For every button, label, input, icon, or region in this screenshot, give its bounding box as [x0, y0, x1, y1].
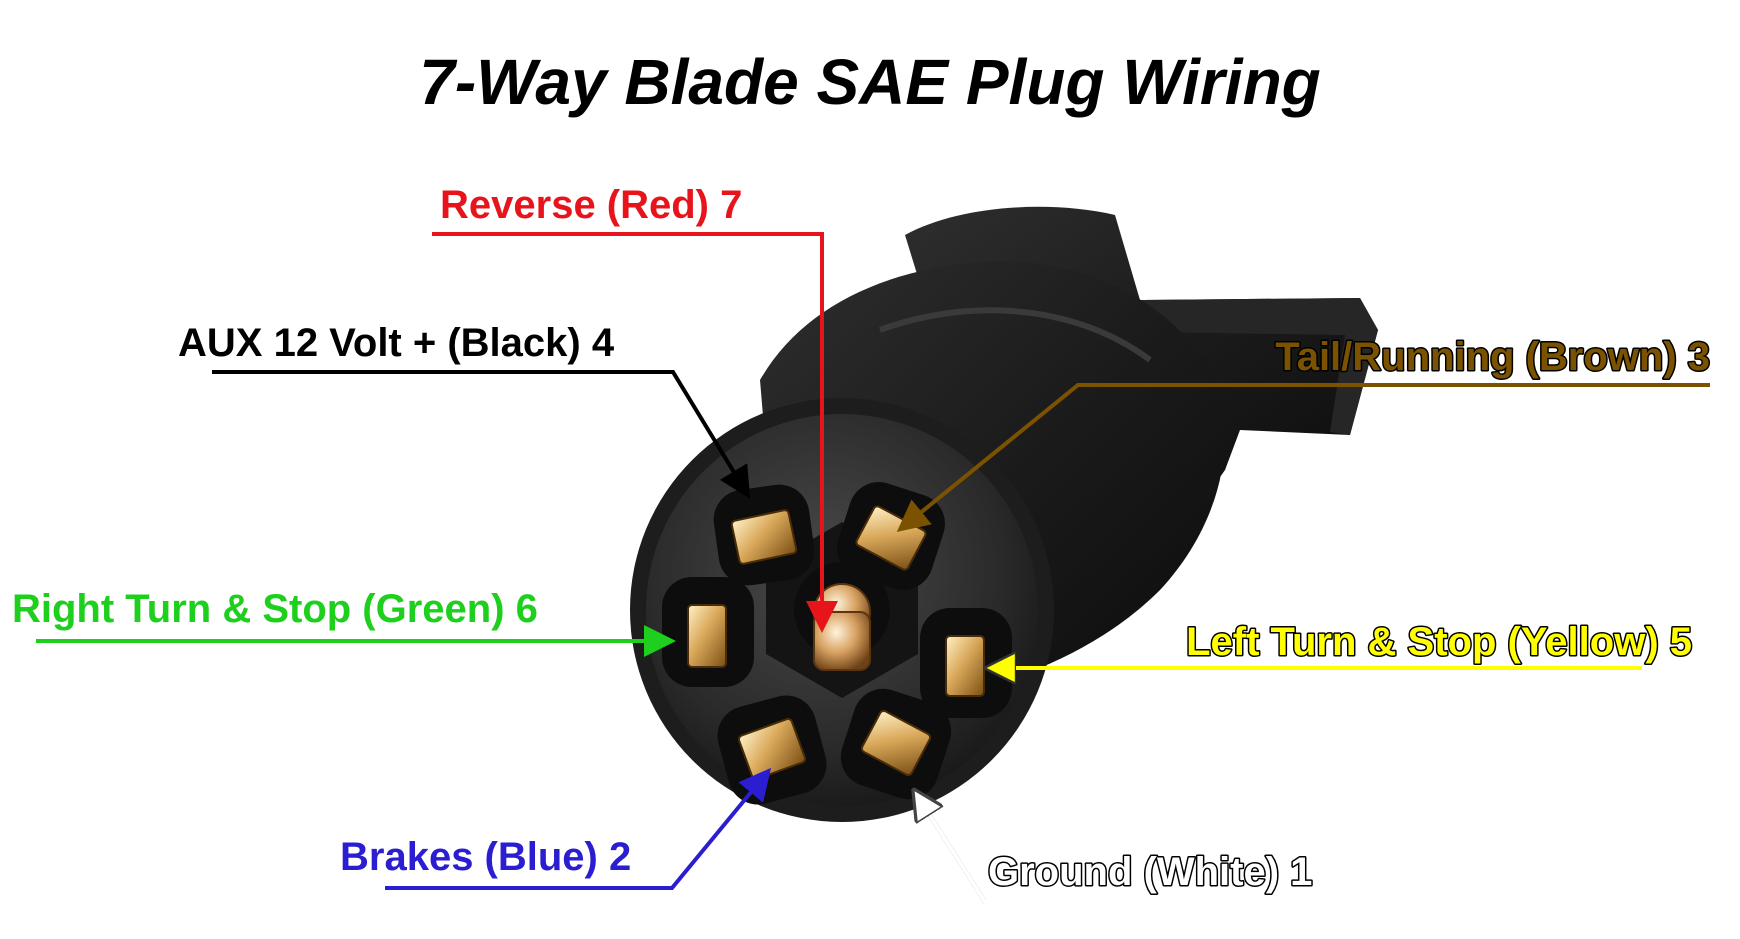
- leader-line-pin-4: [212, 370, 751, 499]
- label-pin-6: Right Turn & Stop (Green) 6: [12, 587, 538, 631]
- leader-line-pin-7: [432, 232, 838, 633]
- label-pin-3: Tail/Running (Brown) 3: [1275, 335, 1710, 379]
- leader-line-pin-5: [990, 668, 1642, 670]
- leader-lines: [36, 232, 1710, 904]
- label-pin-1: Ground (White) 1: [988, 850, 1312, 894]
- leader-line-pin-1: [917, 795, 1296, 904]
- label-pin-2: Brakes (Blue) 2: [340, 835, 631, 879]
- leader-line-pin-3: [896, 383, 1710, 533]
- pin-labels: Reverse (Red) 7 AUX 12 Volt + (Black) 4 …: [12, 183, 1712, 896]
- label-pin-5: Left Turn & Stop (Yellow) 5: [1186, 620, 1692, 664]
- label-pin-7: Reverse (Red) 7: [440, 183, 742, 227]
- leader-line-pin-2: [385, 767, 772, 890]
- plug-image: [630, 206, 1378, 822]
- page-title: 7-Way Blade SAE Plug Wiring: [419, 46, 1321, 118]
- label-pin-4: AUX 12 Volt + (Black) 4: [178, 321, 615, 365]
